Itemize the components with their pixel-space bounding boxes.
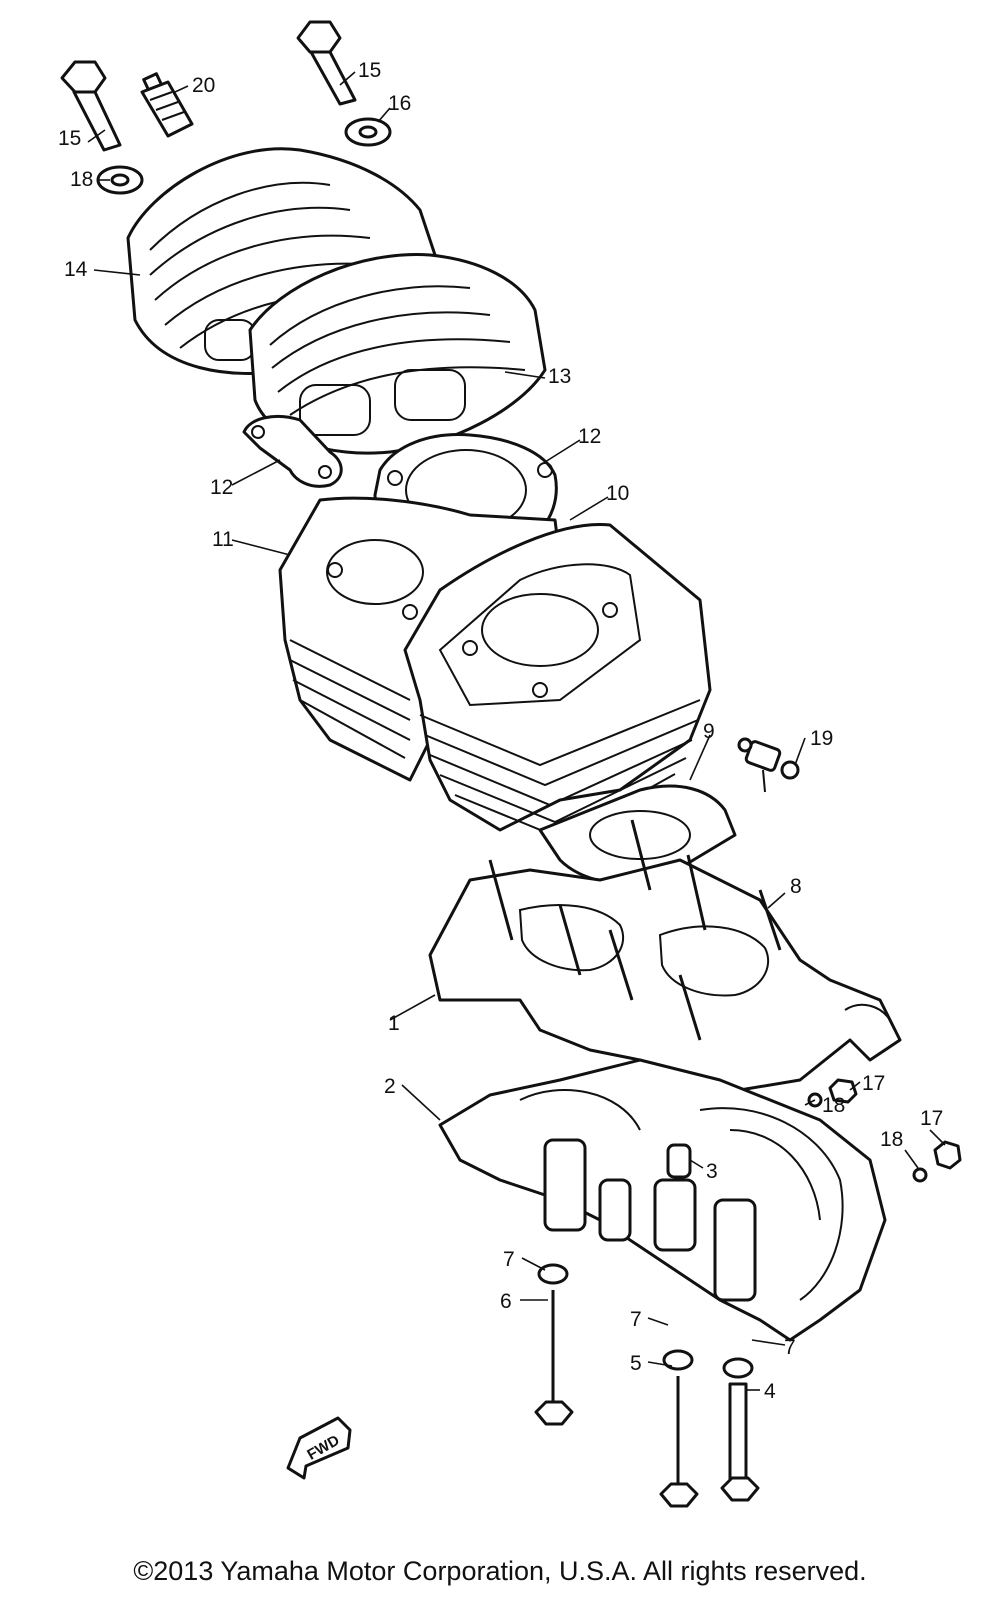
callout-10: 10 [606,482,629,505]
callout-labels: 1 2 3 4 5 6 7 7 7 8 9 10 11 12 12 13 14 … [58,59,943,1403]
callout-18a: 18 [70,168,93,191]
head-bolt-left [60,60,122,152]
callout-7a: 7 [503,1248,515,1271]
bolt-4 [720,1357,760,1502]
callout-7c: 7 [784,1336,796,1359]
exploded-parts-diagram: 1 2 3 4 5 6 7 7 7 8 9 10 11 12 12 13 14 … [58,20,962,1508]
cylinder-head-right [248,253,547,455]
crankcase-upper [428,858,902,1092]
callout-13: 13 [548,365,571,388]
bolt-6 [534,1263,574,1426]
callout-16: 16 [388,92,411,115]
callout-2: 2 [384,1075,396,1098]
spark-plug [140,72,194,138]
callout-8: 8 [790,875,802,898]
head-gasket-left [242,414,343,488]
callout-17a: 17 [862,1072,885,1095]
dowel-pin [666,1143,692,1179]
callout-18b: 18 [822,1094,845,1117]
oil-fitting [737,737,800,793]
callout-19: 19 [810,727,833,750]
callout-6: 6 [500,1290,512,1313]
side-bolt-lower [912,1140,962,1183]
crankcase-studs [488,819,782,1041]
callout-5: 5 [630,1352,642,1375]
callout-9: 9 [703,720,715,743]
side-bolt-upper [807,1078,858,1108]
callout-18c: 18 [880,1128,903,1151]
callout-15b: 15 [358,59,381,82]
callout-11: 11 [212,528,234,551]
leader-lines [87,71,946,1391]
callout-3: 3 [706,1160,718,1183]
head-bolt-right [296,20,357,106]
callout-4: 4 [764,1380,776,1403]
cylinder-right [403,523,712,840]
callout-20: 20 [192,74,215,97]
callout-17b: 17 [920,1107,943,1130]
base-gasket [538,784,737,886]
washer-right [344,117,392,147]
callout-12b: 12 [578,425,601,448]
bolt-5 [659,1349,699,1508]
callout-1: 1 [388,1012,400,1035]
copyright-notice: ©2013 Yamaha Motor Corporation, U.S.A. A… [133,1556,867,1586]
callout-7b: 7 [630,1308,642,1331]
callout-12a: 12 [210,476,233,499]
crankcase-lower [438,1058,887,1342]
callout-15a: 15 [58,127,81,150]
callout-14: 14 [64,258,88,281]
forward-arrow-icon: FWD [286,1416,352,1480]
